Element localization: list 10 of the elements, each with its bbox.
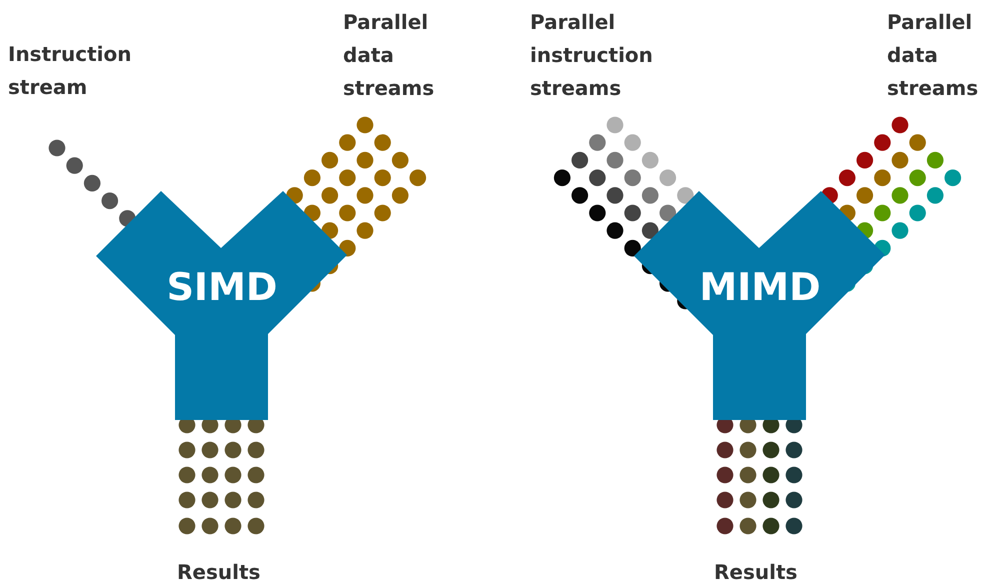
stream-caption: Parallel data streams xyxy=(343,9,436,102)
stream-caption: Parallel data streams xyxy=(887,9,980,102)
y-shaped-unit xyxy=(634,191,885,420)
y-shaped-unit xyxy=(96,191,347,420)
stream-caption: Instruction stream xyxy=(8,41,132,101)
unit-label: MIMD xyxy=(699,265,821,309)
stream-caption: Results xyxy=(714,559,798,584)
stream-caption: Parallel instruction streams xyxy=(530,9,654,102)
unit-label: SIMD xyxy=(166,265,278,309)
stream-caption: Results xyxy=(177,559,262,584)
